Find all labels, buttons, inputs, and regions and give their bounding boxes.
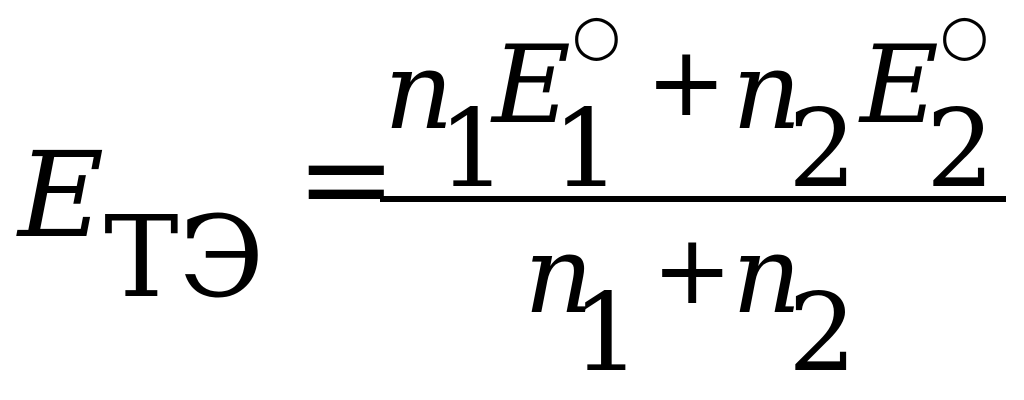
- numerator-plus: +: [646, 26, 727, 138]
- numerator-coefficient-2-subscript: 2: [788, 87, 857, 212]
- numerator-coefficient-2: n: [732, 29, 802, 154]
- fraction-bar: [380, 196, 1006, 202]
- denominator-symbol-2-subscript: 2: [788, 271, 857, 396]
- denominator-symbol-2: n: [732, 213, 802, 338]
- denominator-plus: +: [652, 214, 733, 326]
- numerator-coefficient-1-subscript: 1: [438, 87, 507, 212]
- lhs-subscript: ТЭ: [104, 193, 265, 323]
- equals-sign: =: [296, 110, 397, 249]
- numerator-symbol-2: E: [860, 23, 939, 148]
- denominator-symbol-1: n: [524, 213, 594, 338]
- numerator-symbol-1-subscript: 1: [552, 87, 621, 212]
- numerator-symbol-2-subscript: 2: [926, 87, 995, 212]
- standard-state-superscript-2: ○: [940, 3, 989, 68]
- lhs-symbol: E: [18, 126, 105, 264]
- standard-state-superscript-1: ○: [572, 3, 621, 68]
- numerator-coefficient-1: n: [384, 29, 454, 154]
- numerator-symbol-1: E: [492, 23, 571, 148]
- denominator-symbol-1-subscript: 1: [572, 271, 641, 396]
